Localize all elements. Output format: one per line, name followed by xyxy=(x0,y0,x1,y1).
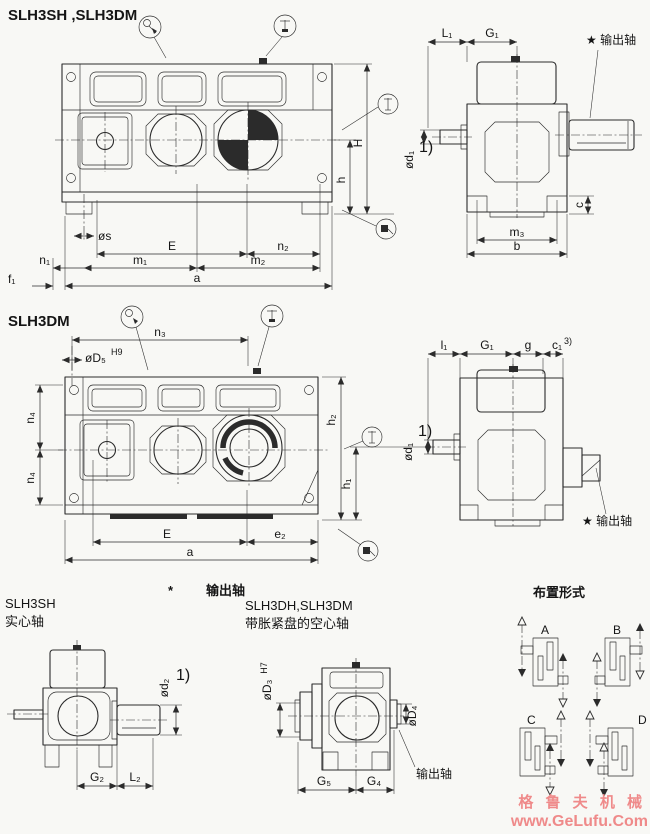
middle-front-view: n₃ øD₅ H9 xyxy=(23,304,330,564)
hollow-shaft-view: øD₃ H7 øD₄ 输出轴 G₅ G₄ xyxy=(259,658,452,794)
dim-phi-d1-mid: ød₁ xyxy=(401,443,415,461)
shrink-ring-arc xyxy=(220,419,278,449)
breather-icon-2 xyxy=(257,304,284,367)
middle-side-view: l₁ G₁ g c₁ 3) ød₁ 1) ★ 输出轴 xyxy=(401,336,632,528)
dim-e2: e₂ xyxy=(274,527,286,541)
dim-m1: m₁ xyxy=(133,253,147,267)
hollow-desc: 带胀紧盘的空心轴 xyxy=(245,616,349,631)
plug xyxy=(511,56,520,62)
top-side-view: L₁ G₁ ★ 输出轴 m₃ b c xyxy=(402,26,642,258)
dim-G4: G₄ xyxy=(367,774,381,788)
solid-shaft-view: ød₂ 1) G₂ L₂ xyxy=(7,640,190,790)
drain-plug-icon-2 xyxy=(337,528,379,562)
top-height-dimensions: H h xyxy=(334,63,399,240)
top-front-view xyxy=(55,14,340,240)
note-1-solid: 1) xyxy=(176,667,190,684)
lifting-eye-icon xyxy=(138,15,167,59)
dim-n1: n₁ xyxy=(39,253,50,267)
balance-mark xyxy=(248,110,278,140)
dim-l1: l₁ xyxy=(441,338,448,352)
output-shaft-label-hollow: 输出轴 xyxy=(416,766,452,781)
hollow-model: SLH3DH,SLH3DM xyxy=(245,598,353,613)
watermark: 格 鲁 夫 机 械 www.GeLufu.Com xyxy=(510,793,648,830)
dim-h2: h₂ xyxy=(324,414,338,426)
arrangement-label-B: B xyxy=(613,623,621,637)
dim-c1: c₁ xyxy=(552,338,562,352)
dim-h: h xyxy=(334,177,348,184)
dim-n4-upper: n₄ xyxy=(23,412,37,424)
bottom-heading-star: * xyxy=(168,583,174,598)
top-front-dimensions: øs E n₂ m₁ m₂ n₁ f₁ a xyxy=(8,184,333,290)
dim-a-mid: a xyxy=(187,545,194,559)
dim-a: a xyxy=(194,271,201,285)
dim-phi-s: øs xyxy=(98,229,111,243)
dim-phi-D4: øD₄ xyxy=(405,705,419,726)
bottom-heading: 输出轴 xyxy=(206,583,245,598)
note-1-top: 1) xyxy=(419,139,433,156)
dim-G1-mid: G₁ xyxy=(480,338,493,352)
arrangement-D: D xyxy=(585,709,647,797)
dim-phi-d2: ød₂ xyxy=(157,678,171,697)
dim-phi-d1-top: ød₁ xyxy=(402,151,416,169)
dim-phi-D5: øD₅ xyxy=(85,351,106,365)
dim-h1: h₁ xyxy=(339,479,353,490)
oil-level-icon-2 xyxy=(343,426,383,450)
watermark-name: 格 鲁 夫 机 械 xyxy=(518,793,646,811)
oil-level-icon xyxy=(341,93,399,131)
note-1-mid: 1) xyxy=(418,423,432,440)
dim-n4-lower: n₄ xyxy=(23,472,37,484)
dim-phi-D3: øD₃ xyxy=(260,679,274,700)
arrangement-C: C xyxy=(519,709,566,797)
arrangement-label-D: D xyxy=(638,713,647,727)
dim-c: c xyxy=(572,202,586,208)
dim-L1: L₁ xyxy=(442,26,453,40)
middle-height-dimensions: h₂ h₁ xyxy=(322,376,430,562)
arrangements-title: 布置形式 xyxy=(533,585,585,600)
breather-plug xyxy=(259,58,267,64)
output-shaft-label-top: ★ 输出轴 xyxy=(586,32,636,47)
watermark-url: www.GeLufu.Com xyxy=(510,813,648,830)
dim-m3: m₃ xyxy=(510,225,525,239)
solid-desc: 实心轴 xyxy=(5,614,44,629)
dim-G1: G₁ xyxy=(485,26,498,40)
dim-f1: f₁ xyxy=(8,272,15,286)
dim-D5-fit: H9 xyxy=(111,347,123,357)
dim-g: g xyxy=(525,338,532,352)
dim-E: E xyxy=(168,239,176,253)
arrangement-label-A: A xyxy=(541,623,549,637)
dim-G2: G₂ xyxy=(90,770,104,784)
dim-b: b xyxy=(514,239,521,253)
arrangement-A: A xyxy=(517,615,569,709)
middle-title: SLH3DM xyxy=(8,313,70,330)
dim-c1-note: 3) xyxy=(564,336,572,346)
arrangement-label-C: C xyxy=(527,713,536,727)
solid-model: SLH3SH xyxy=(5,596,56,611)
dim-D3-fit: H7 xyxy=(259,662,269,674)
dim-L2: L₂ xyxy=(129,770,141,784)
dim-n3: n₃ xyxy=(154,325,166,339)
output-shaft-label-mid: ★ 输出轴 xyxy=(582,513,632,528)
arrangement-B: B xyxy=(592,623,645,707)
dim-H: H xyxy=(351,139,365,148)
dim-E-mid: E xyxy=(163,527,171,541)
drain-plug-icon xyxy=(341,209,397,240)
lifting-eye-icon-2 xyxy=(120,305,149,371)
top-title: SLH3SH ,SLH3DM xyxy=(8,7,137,24)
breather-icon xyxy=(265,14,297,57)
dim-m2: m₂ xyxy=(251,253,266,267)
dim-G5: G₅ xyxy=(317,774,331,788)
dim-n2: n₂ xyxy=(277,239,289,253)
